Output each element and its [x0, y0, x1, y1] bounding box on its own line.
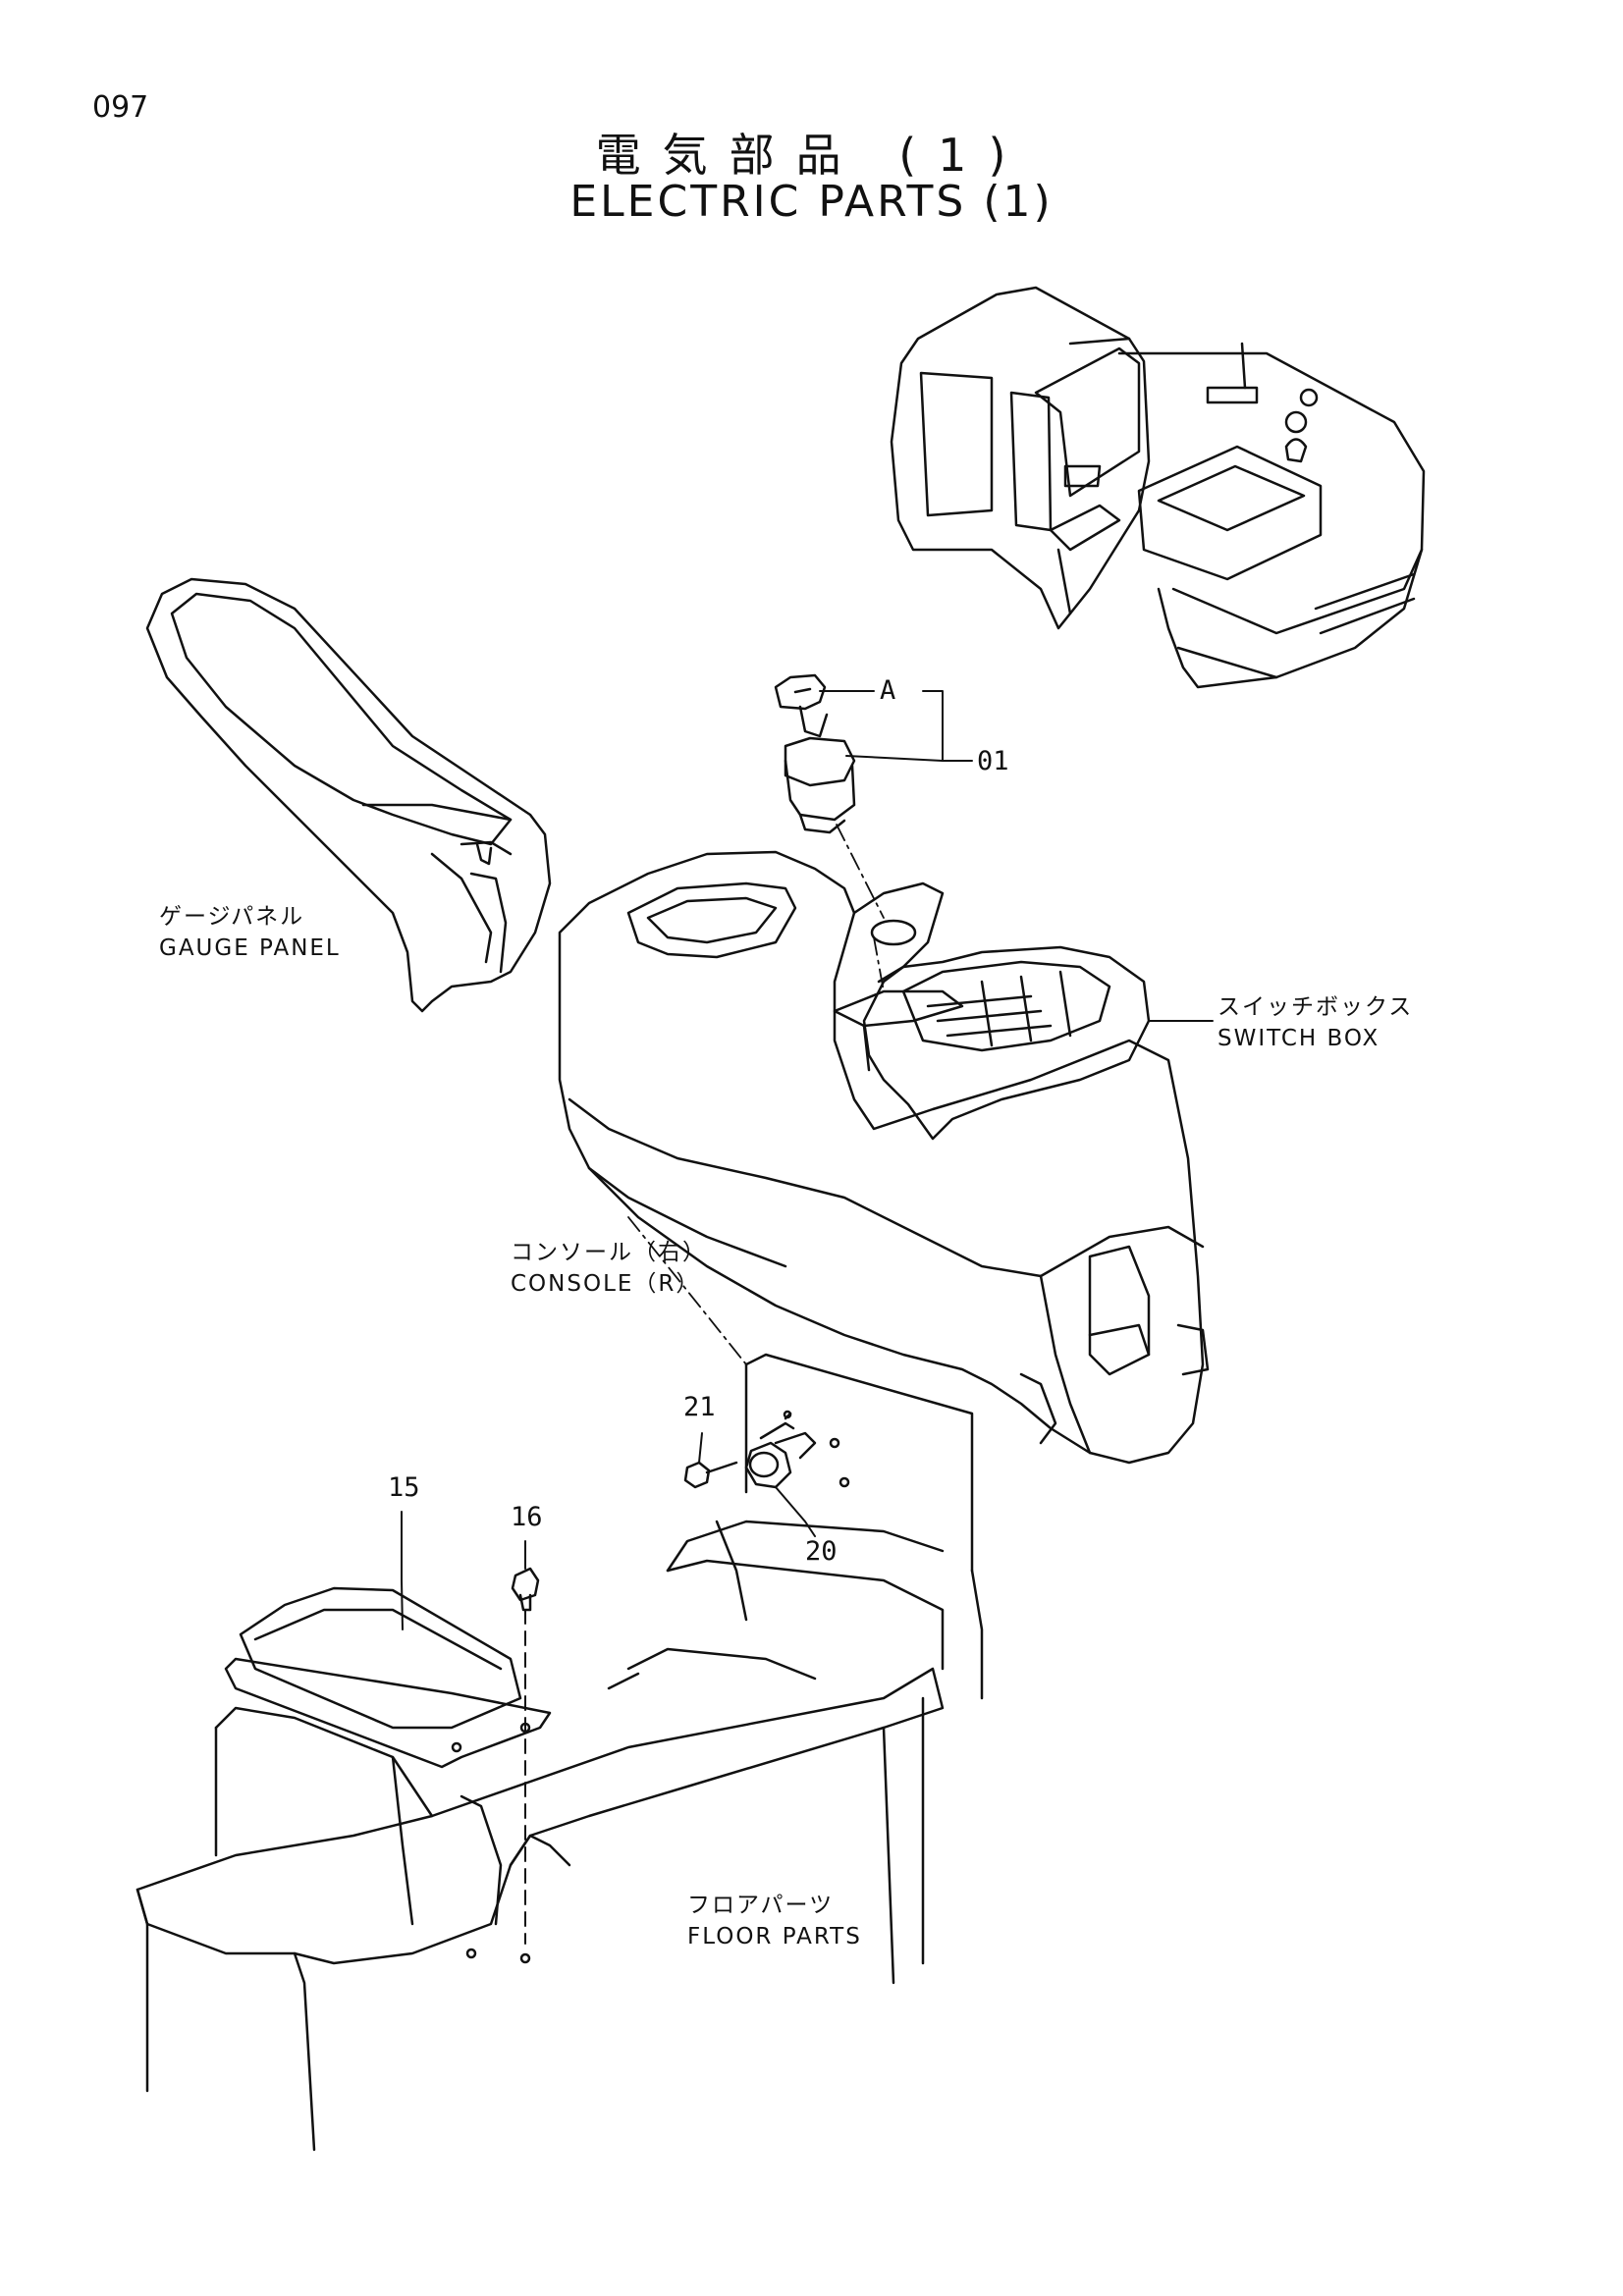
- floor-parts-illustration: [135, 1353, 984, 2152]
- callout-part-20: 20: [805, 1536, 838, 1567]
- switch-box-label: スイッチボックス SWITCH BOX: [1217, 991, 1413, 1054]
- floor-parts-label: フロアパーツ FLOOR PARTS: [687, 1890, 862, 1952]
- gauge-panel-label: ゲージパネル GAUGE PANEL: [159, 901, 341, 964]
- console-right-label-jp: コンソール（右）: [511, 1240, 707, 1265]
- switch-box-label-jp: スイッチボックス: [1217, 994, 1414, 1020]
- part-15-illustration: [224, 1586, 552, 1769]
- assembly-reference-lines: [627, 824, 885, 1365]
- floor-parts-label-jp: フロアパーツ: [687, 1893, 835, 1918]
- page-number: 097: [92, 90, 149, 125]
- gauge-panel-illustration: [145, 577, 552, 1013]
- callout-a: A: [880, 675, 896, 706]
- leader-lines: [401, 690, 1214, 1630]
- gauge-panel-label-en: GAUGE PANEL: [159, 935, 341, 961]
- console-right-illustration: [558, 850, 1210, 1465]
- part-20-21-illustration: [683, 1410, 817, 1489]
- switch-box-illustration: [833, 945, 1151, 1141]
- callout-part-15: 15: [388, 1472, 420, 1503]
- console-right-label: コンソール（右） CONSOLE（R）: [511, 1237, 707, 1300]
- gauge-panel-label-jp: ゲージパネル: [159, 904, 305, 930]
- callout-part-16: 16: [511, 1502, 543, 1532]
- part-16-bolt-illustration: [511, 1567, 540, 1964]
- page-title-english: ELECTRIC PARTS (1): [569, 177, 1054, 227]
- floor-parts-label-en: FLOOR PARTS: [687, 1924, 862, 1949]
- excavator-overview-illustration: [890, 286, 1426, 689]
- callout-part-21: 21: [683, 1392, 716, 1422]
- page-title-japanese: 電気部品 (1): [595, 129, 1028, 182]
- key-switch-illustration: [774, 673, 856, 834]
- console-right-label-en: CONSOLE（R）: [511, 1271, 701, 1297]
- callout-part-01: 01: [977, 746, 1009, 776]
- switch-box-label-en: SWITCH BOX: [1217, 1026, 1380, 1051]
